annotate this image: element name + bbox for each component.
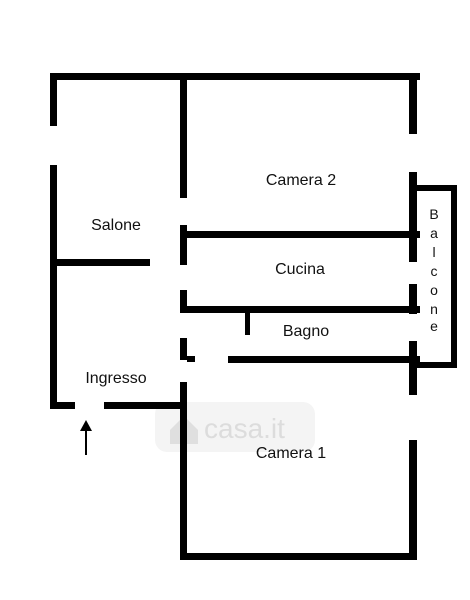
balcone-letter: a xyxy=(430,225,438,241)
wall-salone-ingresso xyxy=(50,259,150,266)
wall-left-upper xyxy=(50,73,57,126)
balcone-letter: n xyxy=(430,301,438,317)
balcone-letter: c xyxy=(431,263,438,279)
wall-right-bagno xyxy=(409,341,417,395)
wall-center-cucina xyxy=(180,225,187,265)
wall-bagno-stub xyxy=(245,313,250,335)
room-label-balcone: B a l c o n e xyxy=(429,206,438,334)
wall-bagno-stub-left xyxy=(187,356,195,362)
wall-ingresso-bottom-right xyxy=(104,402,184,409)
wall-right-top xyxy=(409,73,417,134)
arrow-up-icon xyxy=(80,420,92,455)
balcone-letter: e xyxy=(430,318,438,334)
wall-bagno-camera1 xyxy=(228,356,420,363)
balcone-letter: o xyxy=(430,282,438,298)
wall-balcone-bottom xyxy=(417,362,457,368)
wall-center-top xyxy=(180,73,187,198)
wall-center-camera1 xyxy=(180,382,187,560)
wall-ingresso-bottom-left xyxy=(50,402,75,409)
wall-bottom xyxy=(180,553,417,560)
watermark: casa.it xyxy=(155,402,315,452)
wall-cucina-bagno xyxy=(180,306,420,313)
wall-left-lower xyxy=(50,165,57,409)
walls xyxy=(50,73,457,560)
room-label-camera-2: Camera 2 xyxy=(266,172,336,189)
room-label-salone: Salone xyxy=(91,217,141,234)
wall-center-bagno xyxy=(180,290,187,313)
watermark-text: casa.it xyxy=(204,413,285,444)
wall-camera2-cucina xyxy=(180,231,420,238)
wall-right-camera1 xyxy=(409,440,417,560)
room-label-cucina: Cucina xyxy=(275,261,325,278)
balcone-letter: l xyxy=(432,244,435,260)
room-label-ingresso: Ingresso xyxy=(85,370,146,387)
wall-balcone-top xyxy=(417,185,457,191)
wall-right-cucina xyxy=(409,284,417,314)
balcone-letter: B xyxy=(429,206,438,222)
wall-center-ingresso xyxy=(180,338,187,360)
wall-right-camera2 xyxy=(409,172,417,262)
wall-top xyxy=(50,73,420,80)
wall-balcone-right xyxy=(451,185,457,368)
room-label-camera-1: Camera 1 xyxy=(256,445,326,462)
room-label-bagno: Bagno xyxy=(283,323,329,340)
